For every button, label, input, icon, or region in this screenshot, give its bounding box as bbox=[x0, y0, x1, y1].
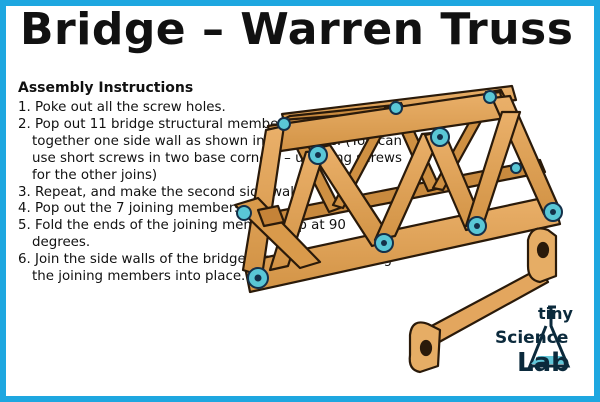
instructions-heading: Assembly Instructions bbox=[18, 80, 194, 96]
page-title: Bridge – Warren Truss bbox=[20, 4, 574, 55]
flask-icon bbox=[527, 305, 571, 368]
step-item: 4. Pop out the 7 joining members. bbox=[18, 201, 246, 217]
step-item: 3. Repeat, and make the second side wall… bbox=[18, 184, 302, 200]
joining-member-illustration bbox=[408, 227, 558, 374]
step-item: 1. Poke out all the screw holes. bbox=[18, 100, 226, 115]
tiny-science-lab-logo: tiny Science Lab bbox=[495, 300, 595, 396]
logo-lab: Lab bbox=[517, 348, 570, 378]
logo-science: Science bbox=[495, 328, 569, 348]
logo-tiny: tiny bbox=[538, 304, 573, 323]
